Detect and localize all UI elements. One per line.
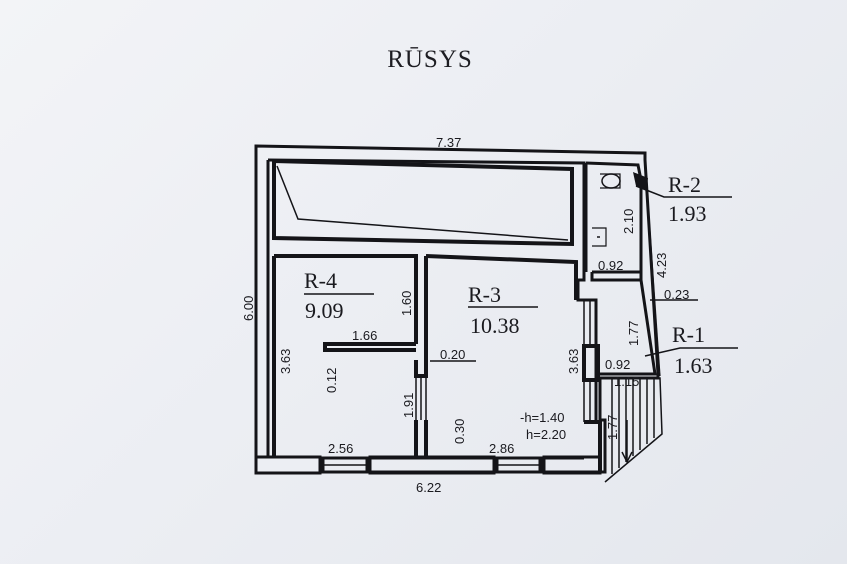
dim-r2-height: 2.10 <box>621 209 636 234</box>
dim-r4-lower: 1.91 <box>401 393 416 418</box>
wall-hatch-1 <box>644 159 661 377</box>
door-r4-r3 <box>415 376 427 420</box>
r3-area: 10.38 <box>470 313 520 338</box>
dim-stair: 1.77 <box>605 415 620 440</box>
note-h-low: -h=1.40 <box>520 410 564 425</box>
r4-partition-wall <box>323 342 416 352</box>
r2-r1-partition <box>590 272 643 282</box>
r4-top-right-wall <box>274 254 418 344</box>
dim-r2-width: 0.92 <box>598 258 623 273</box>
r3-lower-right-wall <box>584 420 602 472</box>
dim-r4-partition: 1.66 <box>352 328 377 343</box>
r2-area: 1.93 <box>668 201 707 226</box>
dim-r4-stub: 0.12 <box>324 368 339 393</box>
r4-door-jamb <box>414 360 428 378</box>
r4-area: 9.09 <box>305 298 344 323</box>
note-h-high: h=2.20 <box>526 427 566 442</box>
stair-arrowhead <box>621 451 633 464</box>
windows <box>254 300 602 475</box>
r3-right-pillar <box>582 344 600 382</box>
dim-r1-width-inner: 0.92 <box>605 357 630 372</box>
dim-r3-step: 0.30 <box>452 419 467 444</box>
r3-top-wall <box>425 254 578 300</box>
r4-walls <box>272 254 428 458</box>
r1-name: R-1 <box>672 322 705 347</box>
cabinet-outline <box>272 158 574 247</box>
toilet-icon <box>601 173 621 189</box>
r2-name: R-2 <box>668 172 701 197</box>
cabinet-diagonal <box>276 165 569 241</box>
leaders <box>304 185 738 362</box>
r3-walls <box>424 254 602 472</box>
window-r4 <box>256 456 371 474</box>
window-left-bottom <box>254 455 602 475</box>
dim-right-height: 4.23 <box>654 253 669 278</box>
dim-wall-thickness: 0.23 <box>664 287 689 302</box>
r1-area: 1.63 <box>674 353 713 378</box>
dim-r3-window: 2.86 <box>489 441 514 456</box>
dim-r1-height: 1.77 <box>626 321 641 346</box>
stairs <box>604 377 663 483</box>
window-r3 <box>493 456 545 474</box>
dim-left-height: 6.00 <box>241 296 256 321</box>
r3-name: R-3 <box>468 282 501 307</box>
storage-cabinet <box>272 158 574 247</box>
dim-r1-width: 1.15 <box>614 374 639 389</box>
dim-r3-height: 3.63 <box>566 349 581 374</box>
dim-r4-door-gap: 0.20 <box>440 347 465 362</box>
toilet-tank-icon <box>600 173 621 189</box>
door-r3-r1 <box>583 300 597 422</box>
dim-top-width: 7.37 <box>436 135 461 150</box>
dim-r4-window: 2.56 <box>328 441 353 456</box>
plan-title: RŪSYS <box>387 46 473 73</box>
dim-r4-upper: 1.60 <box>399 291 414 316</box>
sink-icon <box>592 227 607 247</box>
dim-bottom-width: 6.22 <box>416 480 441 495</box>
dim-r4-height: 3.63 <box>278 349 293 374</box>
r1-outline <box>600 279 657 376</box>
r2-leader <box>635 185 732 198</box>
right-rooms <box>584 159 661 377</box>
r1-leader <box>644 347 738 357</box>
r4-name: R-4 <box>304 268 337 293</box>
